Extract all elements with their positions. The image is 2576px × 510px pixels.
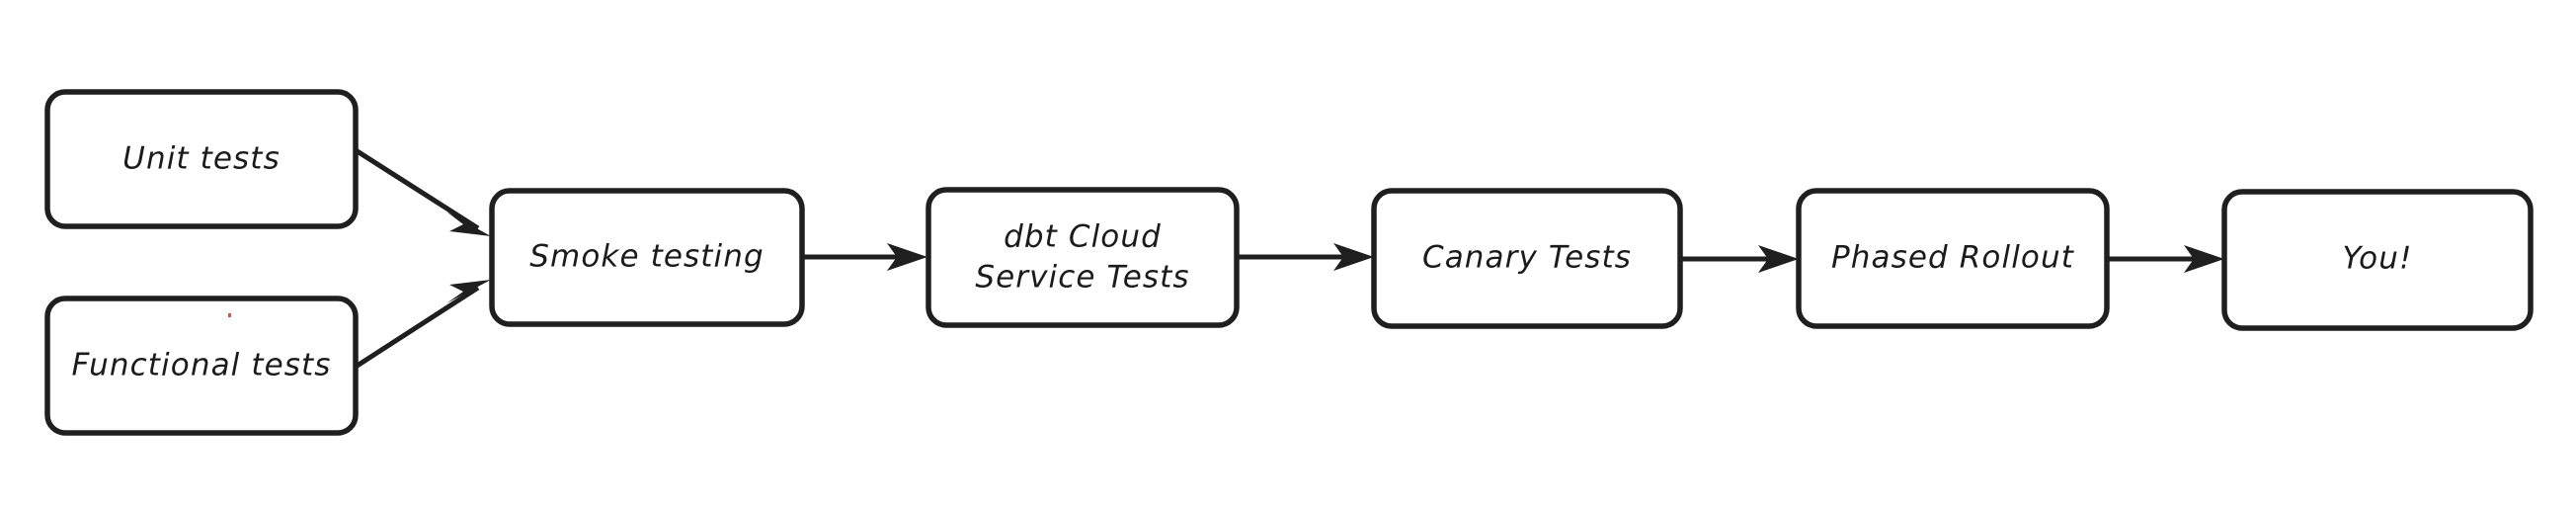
edge-canary-tests-to-phased-rollout <box>1682 245 1799 273</box>
node-label-smoke-testing: Smoke testing <box>529 239 765 275</box>
node-shape[interactable] <box>44 296 359 436</box>
edge-line <box>354 147 480 231</box>
arrowhead-icon <box>446 212 491 236</box>
node-shape[interactable] <box>489 188 805 327</box>
node-shape[interactable] <box>1796 188 2110 329</box>
arrowhead-icon <box>1758 245 1799 273</box>
node-phased-rollout[interactable]: Phased Rollout <box>1796 188 2110 329</box>
edge-functional-tests-to-smoke-testing <box>354 280 491 370</box>
node-label-functional-tests: Functional tests <box>71 348 331 383</box>
node-canary-tests[interactable]: Canary Tests <box>1371 188 1683 329</box>
edge-phased-rollout-to-you <box>2109 245 2224 273</box>
arrowhead-icon <box>887 243 927 271</box>
edge-unit-tests-to-smoke-testing <box>354 147 491 236</box>
node-you[interactable]: You! <box>2221 189 2534 331</box>
node-dbt-cloud-service-tests[interactable]: dbt Cloud Service Tests <box>926 187 1240 328</box>
node-shape[interactable] <box>1371 188 1683 329</box>
node-label-dbt-cloud-line1: dbt Cloud <box>1004 219 1162 255</box>
node-label-dbt-cloud-line2: Service Tests <box>975 260 1189 296</box>
node-label-phased-rollout: Phased Rollout <box>1831 240 2075 276</box>
node-label-you: You! <box>2343 241 2413 277</box>
node-shape[interactable] <box>2221 189 2534 331</box>
node-label-canary-tests: Canary Tests <box>1422 240 1632 276</box>
node-smoke-testing[interactable]: Smoke testing <box>489 188 805 327</box>
artifact-speck <box>228 313 231 317</box>
node-functional-tests[interactable]: Functional tests <box>44 296 359 436</box>
node-shape[interactable] <box>926 187 1240 328</box>
node-shape[interactable] <box>44 89 359 229</box>
node-unit-tests[interactable]: Unit tests <box>44 89 359 229</box>
node-label-unit-tests: Unit tests <box>122 141 281 177</box>
edge-smoke-testing-to-dbt-cloud-service-tests <box>804 243 927 271</box>
arrowhead-icon <box>446 280 491 303</box>
edge-line <box>354 285 480 370</box>
edge-dbt-cloud-service-tests-to-canary-tests <box>1239 243 1374 271</box>
arrowhead-icon <box>1333 243 1374 271</box>
arrowhead-icon <box>2184 245 2224 273</box>
